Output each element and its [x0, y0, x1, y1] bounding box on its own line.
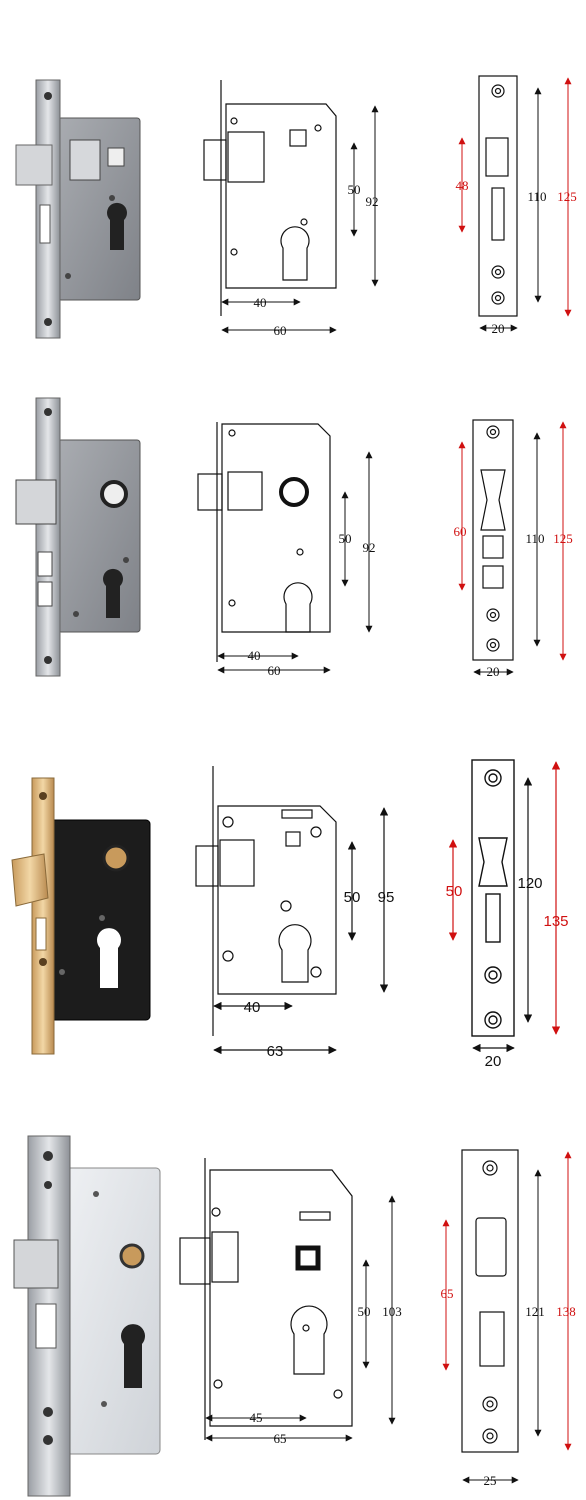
- dim-latch-window: 48: [456, 178, 469, 193]
- dim-faceplate-height: 125: [553, 531, 573, 546]
- dim-body-width: 65: [274, 1431, 287, 1446]
- front-drawing: [472, 419, 514, 661]
- dim-faceplate-height: 125: [557, 189, 577, 204]
- dim-body-width: 63: [267, 1043, 284, 1060]
- screw-icon: [44, 318, 52, 326]
- lock-photo: [11, 777, 151, 1055]
- front-dimensions: [448, 761, 561, 1053]
- front-drawing: [478, 75, 518, 317]
- row-lock-2: 40 60 50 92 110 125 60 20: [15, 397, 573, 679]
- side-dimensions: [213, 807, 389, 1055]
- dim-latch-window: 50: [446, 883, 463, 900]
- dim-faceplate-width: 25: [484, 1473, 497, 1488]
- dim-body-height: 103: [382, 1304, 402, 1319]
- side-drawing: [195, 766, 337, 1036]
- dim-body-width: 60: [274, 323, 287, 338]
- front-dimensions: [458, 421, 567, 676]
- dim-center-distance: 50: [358, 1304, 371, 1319]
- dim-width-to-key: 40: [248, 648, 261, 663]
- latch-bolt-icon: [13, 1239, 59, 1289]
- latch-bolt-icon: [15, 479, 57, 525]
- dim-body-width: 60: [268, 663, 281, 678]
- dim-faceplate-height: 138: [556, 1304, 576, 1319]
- dim-width-to-key: 45: [250, 1410, 263, 1425]
- dim-body-height: 92: [363, 540, 376, 555]
- row-lock-1: 40 60 50 92 110 125 48 20: [15, 75, 577, 339]
- dim-faceplate-height: 135: [543, 913, 568, 930]
- dim-center-distance: 50: [344, 889, 361, 906]
- dim-body-height: 95: [378, 889, 395, 906]
- dim-latch-window: 65: [441, 1286, 454, 1301]
- screw-icon: [39, 792, 47, 800]
- dim-hole-spacing: 121: [525, 1304, 545, 1319]
- dim-center-distance: 50: [339, 531, 352, 546]
- screw-icon: [44, 656, 52, 664]
- side-drawing: [203, 80, 337, 316]
- front-dimensions: [442, 1151, 572, 1484]
- dim-width-to-key: 40: [254, 295, 267, 310]
- lock-photo: [13, 1135, 161, 1497]
- side-drawing: [179, 1158, 353, 1440]
- dim-latch-window: 60: [454, 524, 467, 539]
- dim-faceplate-width: 20: [487, 664, 500, 679]
- lock-photo: [15, 397, 141, 677]
- side-dimensions: [217, 451, 373, 674]
- screw-icon: [43, 1407, 53, 1417]
- side-dimensions: [221, 105, 379, 334]
- dim-faceplate-width: 20: [492, 321, 505, 336]
- screw-icon: [39, 958, 47, 966]
- side-drawing: [197, 422, 331, 662]
- screw-icon: [44, 92, 52, 100]
- dim-hole-spacing: 110: [527, 189, 546, 204]
- front-drawing: [471, 759, 515, 1037]
- latch-bolt-icon: [11, 853, 49, 907]
- dim-body-height: 92: [366, 194, 379, 209]
- dim-width-to-key: 40: [244, 999, 261, 1016]
- dim-hole-spacing: 120: [517, 875, 542, 892]
- lock-photo: [15, 79, 141, 339]
- screw-icon: [43, 1151, 53, 1161]
- side-dimensions: [205, 1195, 396, 1442]
- dim-faceplate-width: 20: [485, 1053, 502, 1070]
- front-dimensions: [458, 77, 572, 332]
- front-drawing: [461, 1149, 519, 1453]
- screw-icon: [44, 408, 52, 416]
- dim-hole-spacing: 110: [525, 531, 544, 546]
- latch-bolt-icon: [15, 144, 53, 186]
- row-lock-3: 40 63 50 95 120 135 50 20: [11, 759, 569, 1070]
- dim-center-distance: 50: [348, 182, 361, 197]
- row-lock-4: 45 65 50 103 121 138 65 25: [13, 1135, 576, 1497]
